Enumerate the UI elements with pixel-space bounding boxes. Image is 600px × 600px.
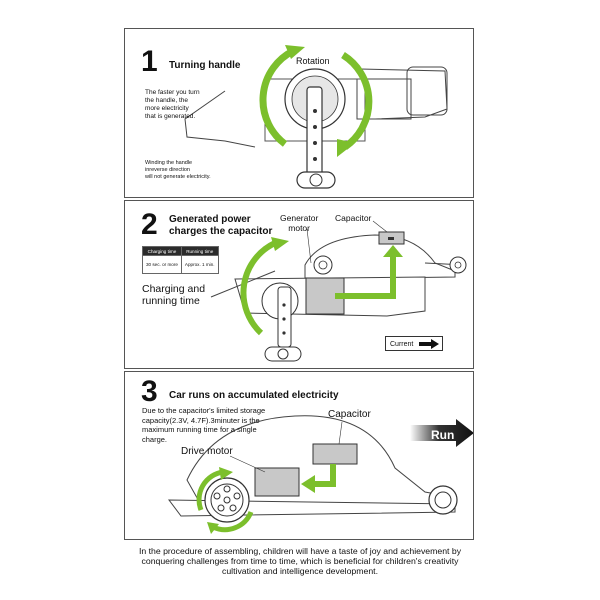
reverse-note: Winding the handle inreverse direction w… xyxy=(145,160,211,180)
table-cell: Approx. 1 min. xyxy=(180,255,219,274)
current-legend: Current xyxy=(385,336,443,351)
capacitor-label: Capacitor xyxy=(328,409,371,420)
rotation-label: Rotation xyxy=(296,56,330,66)
step-title: Turning handle xyxy=(169,60,241,71)
table-header: Charging time xyxy=(142,246,182,256)
table-cell: 30 sec. or more xyxy=(142,255,182,274)
footer-text: In the procedure of assembling, children… xyxy=(138,546,462,576)
generator-motor-label: Generator motor xyxy=(280,213,319,233)
step-title: Car runs on accumulated electricity xyxy=(169,390,339,401)
drive-motor-label: Drive motor xyxy=(181,446,233,457)
step-number: 3 xyxy=(141,375,158,408)
step2-panel: 2 Generated power charges the capacitor … xyxy=(124,200,474,369)
description: Due to the capacitor's limited storage c… xyxy=(142,406,266,444)
run-label: Run xyxy=(431,428,455,442)
running-car-illustration xyxy=(167,415,458,534)
handle-illustration xyxy=(184,45,448,189)
step-number: 1 xyxy=(141,45,158,78)
table-row: 30 sec. or more Approx. 1 min. xyxy=(142,255,219,274)
charging-illustration xyxy=(210,220,467,362)
run-arrow-icon xyxy=(410,419,473,447)
table-header: Running time xyxy=(180,246,219,256)
step1-panel: 1 Turning handle Rotation The faster you… xyxy=(124,28,474,198)
description: The faster you turn the handle, the more… xyxy=(145,89,200,120)
capacitor-label: Capacitor xyxy=(335,213,372,223)
step3-panel: 3 Car runs on accumulated electricity Du… xyxy=(124,371,474,540)
step-number: 2 xyxy=(141,208,158,241)
current-label: Current xyxy=(390,341,414,348)
timing-table: Charging time Running time 30 sec. or mo… xyxy=(142,246,219,274)
arrow-right-icon xyxy=(419,339,439,349)
charging-time-label: Charging and running time xyxy=(142,283,206,307)
table-header-row: Charging time Running time xyxy=(142,246,219,256)
step-title: Generated power charges the capacitor xyxy=(169,214,273,237)
